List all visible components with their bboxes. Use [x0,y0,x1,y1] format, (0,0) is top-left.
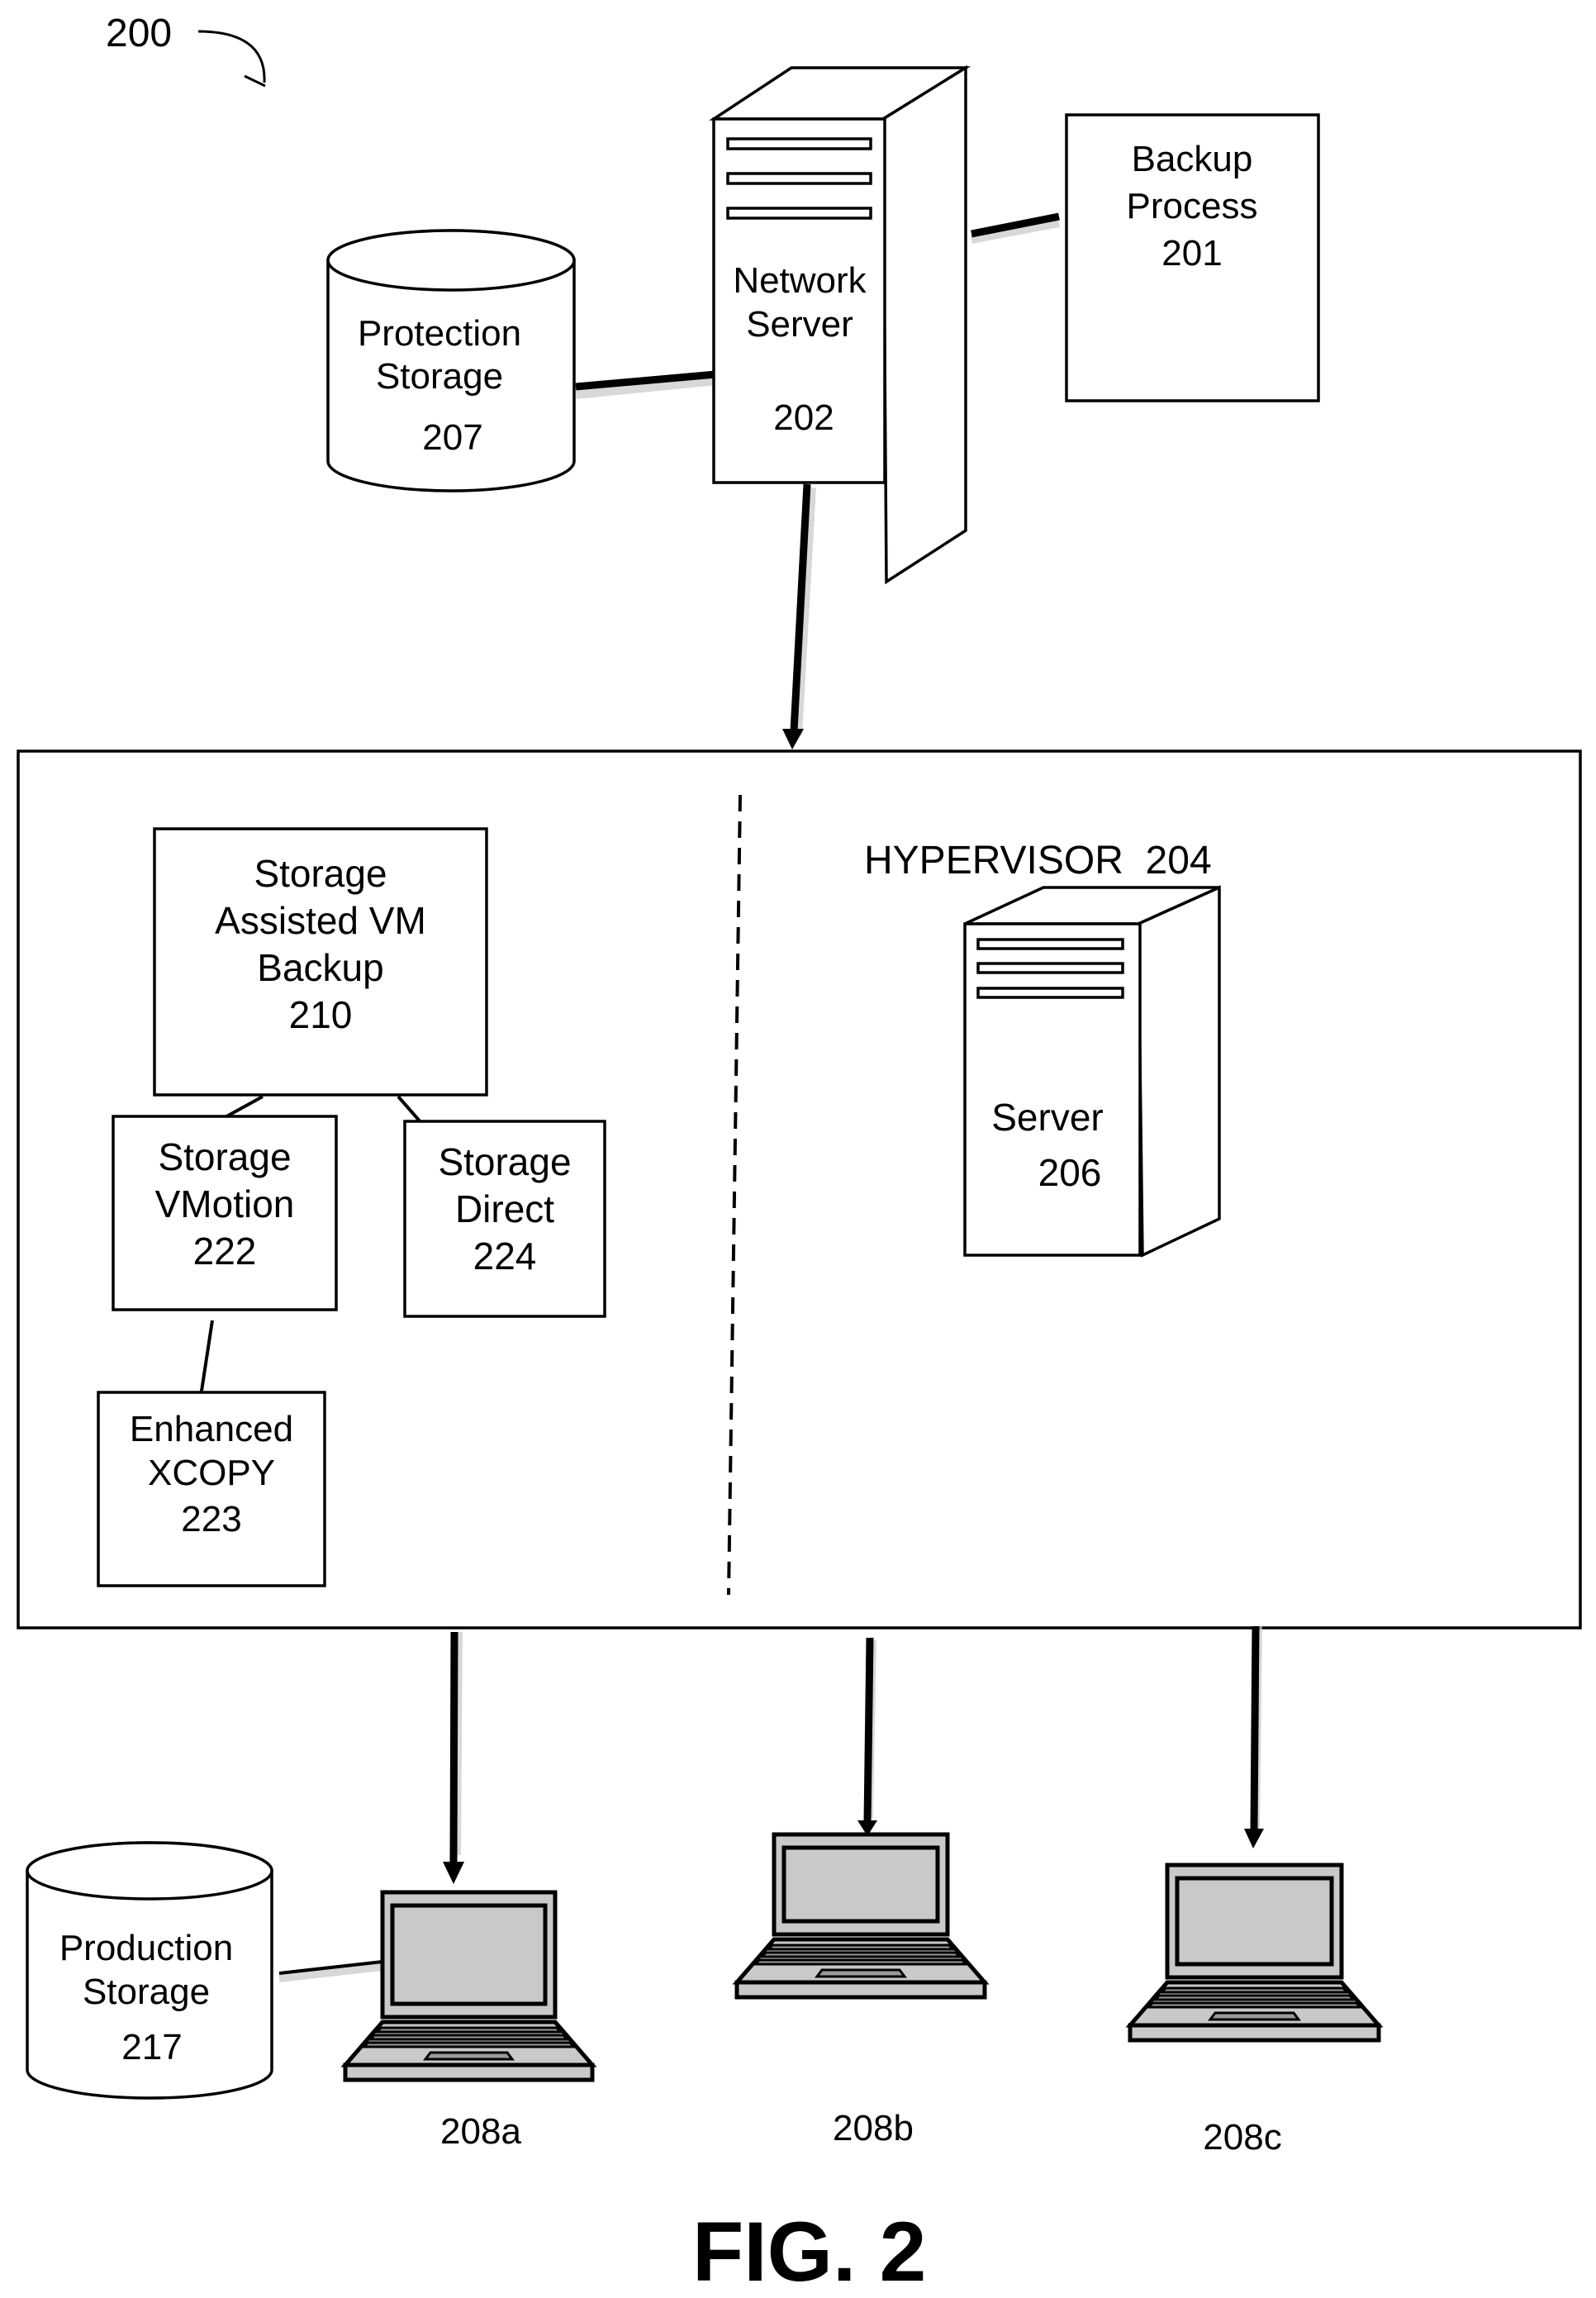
production-storage-label-line1: Production [59,1928,233,1968]
hypervisor-to-client-b-arrow [857,1638,877,1836]
laptop-trackpad [1210,2013,1299,2020]
reference-curved-arrow-icon [198,31,265,86]
laptop-trackpad [817,1970,905,1977]
laptop-key-row [1149,2003,1360,2007]
arrowhead-icon [1244,1829,1264,1848]
storage-assisted-vm-backup-210: Storage Assisted VM Backup 210 [154,829,487,1095]
laptop-icon [345,1892,592,2080]
laptop-key-row [762,1953,959,1957]
client-208c [1130,1865,1379,2040]
server-ref: 206 [1038,1151,1102,1194]
client-208b-label: 208b [833,2108,914,2148]
network-server-202: Network Server 202 [714,68,966,582]
sa-vm-backup-label-line1: Storage [254,852,387,895]
production-storage-ref: 217 [121,2027,182,2067]
backup-process-label-line1: Backup [1132,139,1253,179]
laptop-key-row [1162,1988,1347,1992]
storage-direct-label-line1: Storage [438,1140,571,1183]
laptop-key-row [1156,1996,1353,2000]
protection-storage-label-line2: Storage [376,356,503,397]
storage-direct-224: Storage Direct 224 [405,1121,605,1316]
server-tower-icon [965,887,1219,1255]
client-208a-label: 208a [440,2111,521,2152]
sa-vm-backup-ref: 210 [289,993,353,1036]
enhanced-xcopy-ref: 223 [181,1499,241,1539]
laptop-trackpad [425,2053,512,2059]
production-storage-217: Production Storage 217 [27,1843,272,2098]
storage-vmotion-label-line2: VMotion [155,1182,295,1225]
arrowhead-icon [443,1862,464,1884]
enhanced-xcopy-223: Enhanced XCOPY 223 [98,1392,325,1586]
laptop-screen [392,1905,545,2004]
production-storage-label-line2: Storage [83,1972,210,2012]
laptop-key-row [756,1960,966,1964]
arrowhead-icon [782,729,804,749]
laptop-screen [1177,1878,1332,1964]
network-server-ref: 202 [773,397,834,438]
backup-process-label-line2: Process [1127,186,1258,226]
storage-direct-ref: 224 [473,1235,537,1277]
sa-vm-backup-label-line2: Assisted VM [215,899,426,942]
laptop-base [345,2065,592,2080]
protection-storage-ref: 207 [422,417,482,458]
storage-vmotion-label-line1: Storage [158,1135,291,1178]
client-208c-label: 208c [1203,2117,1281,2158]
hypervisor-to-client-c-arrow [1244,1626,1264,1848]
laptop-key-row [769,1945,952,1949]
laptop-base [737,1982,985,1997]
server-206: Server 206 [965,887,1219,1255]
figure-caption: FIG. 2 [692,2205,926,2298]
laptop-key-row [364,2043,573,2047]
storage-direct-label-line2: Direct [455,1187,554,1230]
network-server-label-line2: Server [746,304,853,345]
enhanced-xcopy-label-line1: Enhanced [130,1409,293,1449]
storage-vmotion-ref: 222 [193,1230,257,1273]
network-server-label-line1: Network [733,260,867,301]
hypervisor-label: HYPERVISOR 204 [864,839,1212,883]
server-to-hypervisor-arrow [782,484,812,749]
protection-storage-label-line1: Protection [358,313,521,354]
client-208a [345,1892,592,2080]
laptop-key-row [378,2028,560,2032]
figure-reference-number: 200 [106,12,172,55]
laptop-screen [784,1848,938,1921]
protection-storage-207: Protection Storage 207 [328,231,574,491]
enhanced-xcopy-label-line2: XCOPY [148,1453,275,1493]
laptop-icon [737,1834,985,1997]
sa-vm-backup-label-line3: Backup [257,946,383,989]
backup-process-ref: 201 [1161,233,1222,274]
client-208b [737,1834,985,1997]
server-label: Server [991,1096,1103,1139]
storage-vmotion-222: Storage VMotion 222 [113,1116,336,1310]
hypervisor-to-client-a-arrow [443,1632,464,1884]
laptop-icon [1130,1865,1379,2040]
laptop-key-row [371,2035,567,2039]
backup-process-201: Backup Process 201 [1066,115,1318,401]
laptop-base [1130,2025,1379,2040]
